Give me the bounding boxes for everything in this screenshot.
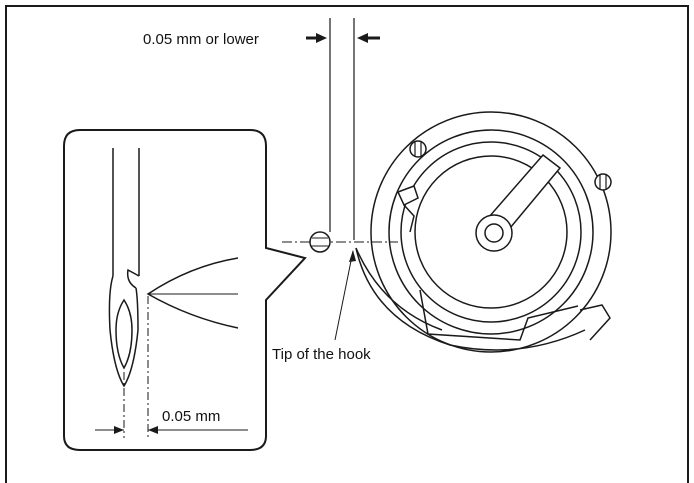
hook-tip-leader bbox=[334, 250, 354, 341]
hook-inner-ring bbox=[388, 129, 594, 335]
screw-icon-right bbox=[594, 173, 612, 191]
bobbin-case-rim bbox=[400, 141, 582, 323]
bobbin-case-face bbox=[414, 155, 568, 309]
hook-tip-label: Tip of the hook bbox=[272, 346, 371, 363]
hook-tip-leader-arrowhead bbox=[349, 250, 356, 262]
inset-clearance-label: 0.05 mm bbox=[162, 408, 220, 425]
screw-icon-left bbox=[409, 140, 427, 158]
inset-frame bbox=[63, 129, 307, 451]
right-arrow bbox=[357, 33, 380, 43]
needle-side-view bbox=[108, 148, 140, 388]
needle-cross-section bbox=[309, 231, 331, 253]
magnified-inset: 0.05 mm bbox=[63, 129, 307, 451]
outer-frame bbox=[5, 5, 689, 483]
clearance-top-label: 0.05 mm or lower bbox=[143, 31, 259, 48]
hook-point-magnified bbox=[146, 257, 239, 329]
left-arrow bbox=[306, 33, 327, 43]
rotary-hook bbox=[355, 111, 612, 353]
hook-outer-ring bbox=[370, 111, 612, 353]
